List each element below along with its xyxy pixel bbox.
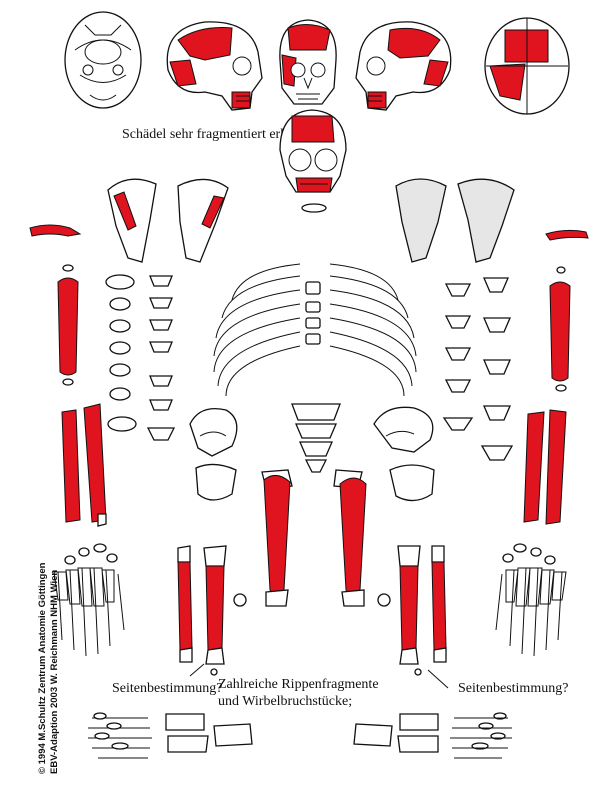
right-scapula-anterior: [458, 179, 514, 262]
vertebrae-right-column-b: [482, 278, 512, 460]
vertebrae-left-column-a: [106, 275, 136, 431]
right-fibula: [432, 546, 446, 662]
copyright-line-2: EBV-Adaption 2003 W. Reichmann NHM Wien: [49, 534, 61, 774]
right-foot: [354, 713, 512, 758]
right-hand: [496, 544, 566, 656]
right-femur: [340, 478, 366, 606]
right-radius: [524, 412, 544, 522]
left-tibia: [204, 546, 226, 664]
left-ilium: [190, 409, 237, 456]
right-humerus: [550, 267, 570, 391]
copyright-sidebar: © 1994 M.Schultz Zentrum Anatomie Göttin…: [37, 534, 75, 774]
vertebrae-right-column-a: [444, 284, 472, 430]
right-ilium: [374, 407, 433, 452]
ribs-caption-line2: und Wirbelbruchstücke;: [218, 694, 352, 709]
right-tibia: [398, 546, 420, 664]
left-radius: [62, 410, 80, 522]
skull-posterior-view: [280, 110, 346, 212]
vertebrae-left-column-b: [148, 276, 174, 440]
left-humerus: [58, 265, 78, 385]
skull-superior-view: [485, 18, 569, 114]
skull-inferior-view: [65, 12, 141, 108]
left-femur: [264, 475, 290, 606]
patellae: [211, 594, 421, 675]
copyright-line-1: © 1994 M.Schultz Zentrum Anatomie Göttin…: [37, 534, 49, 774]
side-determination-right: Seitenbestimmung?: [458, 681, 568, 696]
left-pointer-line: [190, 664, 204, 676]
left-scapula-posterior: [108, 179, 156, 262]
left-scapula-anterior: [178, 179, 228, 262]
left-ulna: [84, 404, 106, 526]
rib-cage: [214, 264, 416, 472]
ribs-caption-line1: Zahlreiche Rippenfragmente: [218, 677, 379, 692]
right-clavicle: [546, 230, 588, 240]
skull-anterior-view: [280, 20, 336, 104]
left-foot: [88, 713, 252, 758]
right-scapula-posterior: [396, 179, 446, 262]
side-determination-left: Seitenbestimmung?: [112, 681, 222, 696]
left-clavicle: [30, 225, 80, 236]
right-ulna: [546, 410, 566, 524]
right-pointer-line: [428, 670, 448, 688]
skull-left-lateral-view: [167, 22, 262, 110]
left-fibula: [178, 546, 192, 662]
skull-right-lateral-view: [356, 22, 451, 110]
